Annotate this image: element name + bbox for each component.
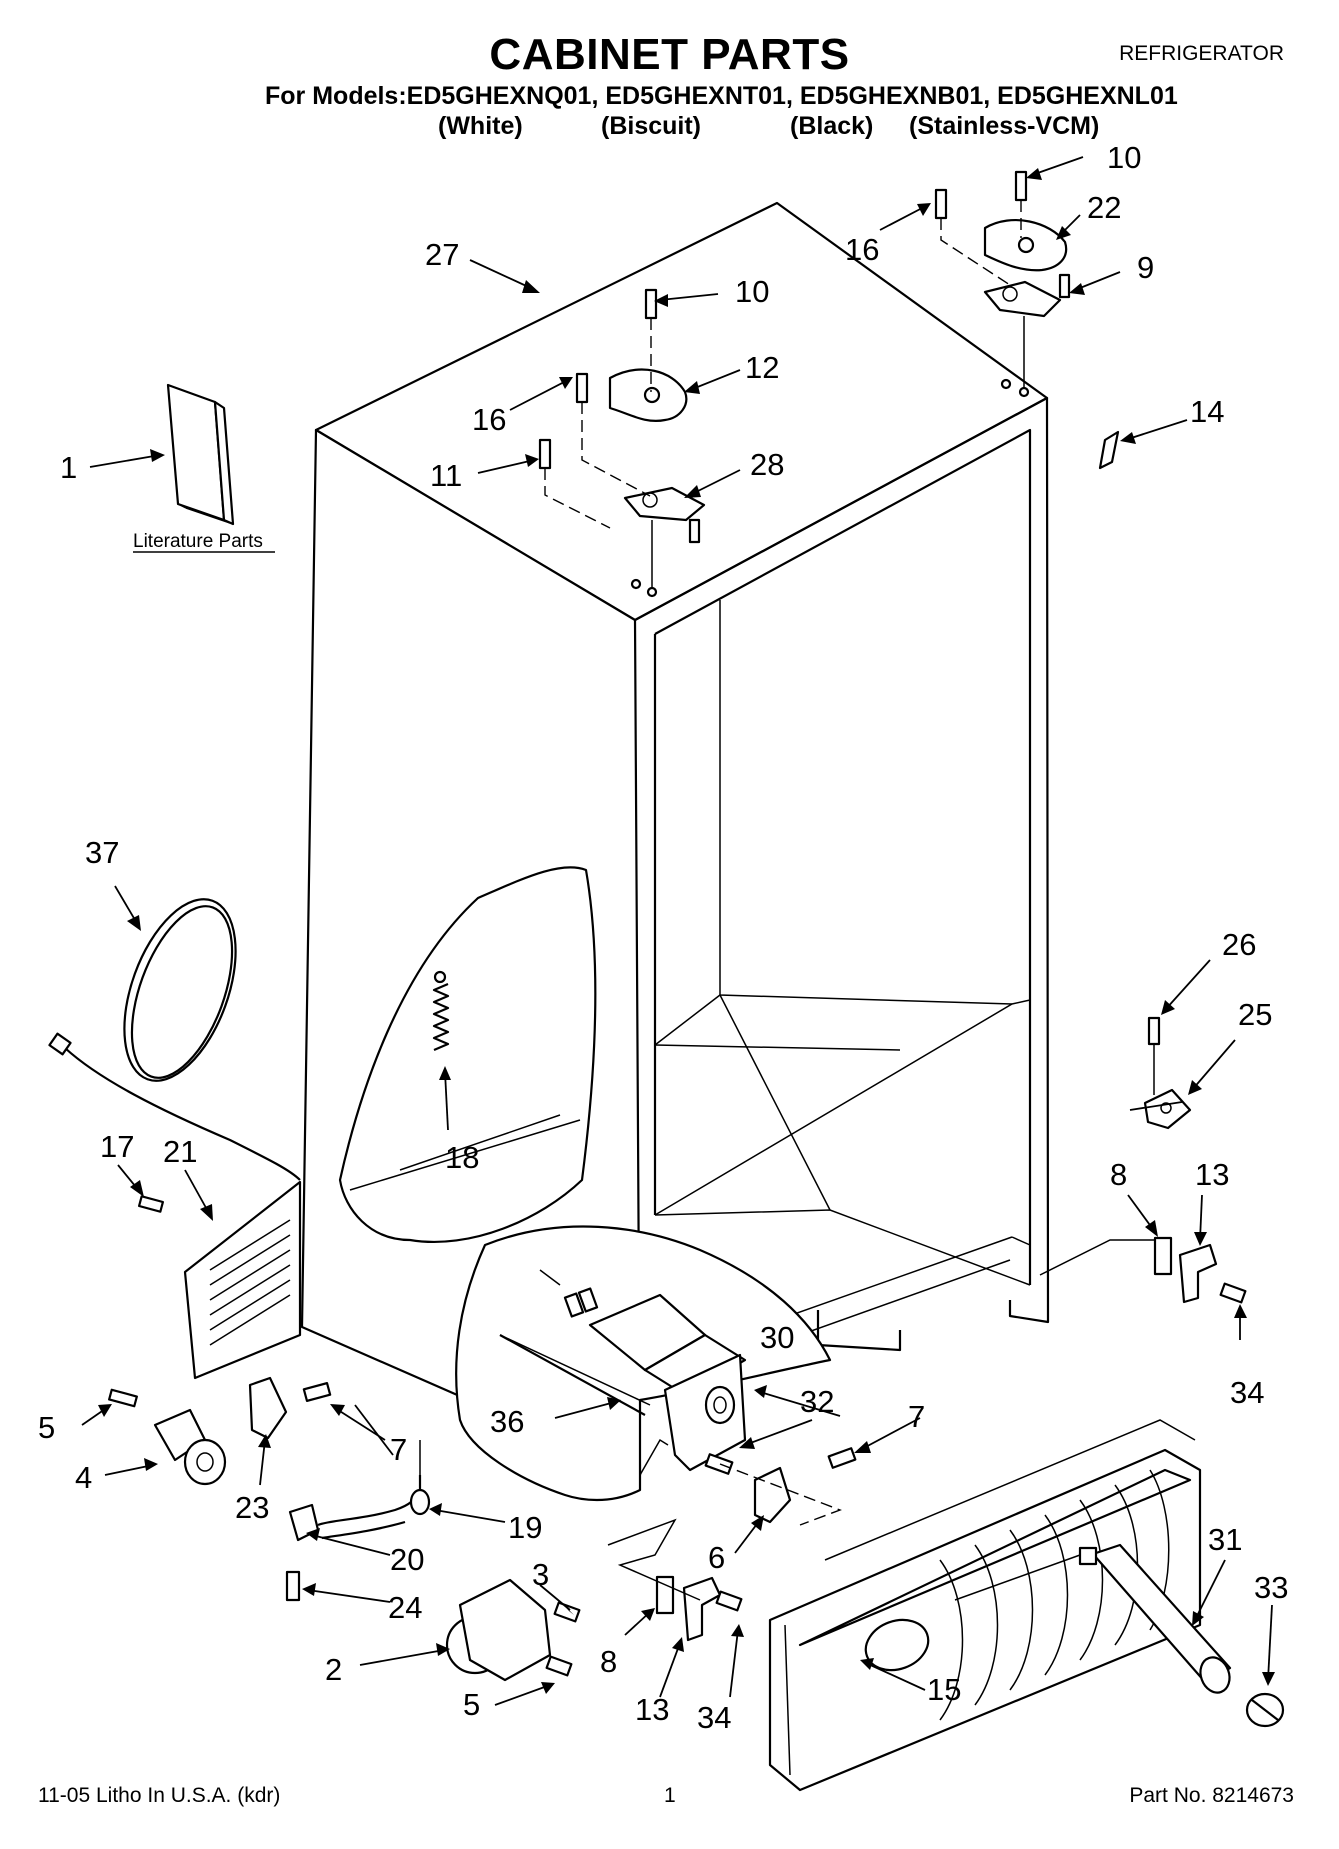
filter-housing xyxy=(499,1287,857,1526)
callout-5a: 5 xyxy=(38,1410,55,1445)
callout-26: 26 xyxy=(1222,927,1256,962)
footer-page-number: 1 xyxy=(664,1784,676,1807)
spring-part xyxy=(432,970,450,1052)
callout-21: 21 xyxy=(163,1134,197,1169)
callout-11: 11 xyxy=(430,458,462,493)
callout-18: 18 xyxy=(445,1140,479,1175)
callout-17: 17 xyxy=(100,1129,134,1164)
callout-10a: 10 xyxy=(735,274,769,309)
callout-1: 1 xyxy=(60,450,77,485)
callout-24: 24 xyxy=(388,1590,422,1625)
callout-8a: 8 xyxy=(600,1644,617,1679)
callout-10b: 10 xyxy=(1107,140,1141,175)
callout-33: 33 xyxy=(1254,1570,1288,1605)
insulation-cutaway xyxy=(338,866,597,1244)
water-line-coil xyxy=(48,898,301,1181)
callout-2: 2 xyxy=(325,1652,342,1687)
variant-white: (White) xyxy=(438,112,523,140)
callout-7a: 7 xyxy=(390,1432,407,1467)
front-roller xyxy=(108,1388,227,1486)
callout-12: 12 xyxy=(745,350,779,385)
callout-6: 6 xyxy=(708,1540,725,1575)
callout-34a: 34 xyxy=(697,1700,731,1735)
callout-25: 25 xyxy=(1238,997,1272,1032)
callout-23: 23 xyxy=(235,1490,269,1525)
callout-13b: 13 xyxy=(1195,1157,1229,1192)
variant-biscuit: (Biscuit) xyxy=(601,112,701,140)
leader-lines xyxy=(81,156,1275,1706)
callout-37: 37 xyxy=(85,835,119,870)
literature-parts-label: Literature Parts xyxy=(133,531,263,552)
top-hinge-left xyxy=(538,288,706,598)
footer-part-number: Part No. 8214673 xyxy=(1129,1784,1294,1807)
callout-16b: 16 xyxy=(845,232,879,267)
callout-7b: 7 xyxy=(908,1399,925,1434)
category-label: REFRIGERATOR xyxy=(1119,42,1284,65)
filter-cartridge xyxy=(954,1543,1285,1728)
callout-3: 3 xyxy=(532,1557,549,1592)
page-title: CABINET PARTS xyxy=(489,30,850,79)
literature-booklet xyxy=(166,383,235,526)
footer-litho: 11-05 Litho In U.S.A. (kdr) xyxy=(38,1784,281,1807)
callout-13a: 13 xyxy=(635,1692,669,1727)
top-hinge-right xyxy=(934,170,1120,470)
callout-32: 32 xyxy=(800,1384,834,1419)
callout-5b: 5 xyxy=(463,1687,480,1722)
callout-19: 19 xyxy=(508,1510,542,1545)
callout-9: 9 xyxy=(1137,250,1154,285)
variant-stainless: (Stainless-VCM) xyxy=(909,112,1100,140)
callout-14: 14 xyxy=(1190,394,1224,429)
callout-34b: 34 xyxy=(1230,1375,1264,1410)
variant-black: (Black) xyxy=(790,112,874,140)
callout-labels: 1 2 3 4 5 5 6 7 7 8 8 9 10 10 11 12 13 1… xyxy=(38,140,1288,1735)
leveling-bracket xyxy=(248,1376,332,1440)
callout-22: 22 xyxy=(1087,190,1121,225)
bottom-hinge-left xyxy=(607,1518,743,1642)
front-grille xyxy=(768,1419,1202,1792)
callout-31: 31 xyxy=(1208,1522,1242,1557)
bottom-hinge-right xyxy=(1039,1236,1247,1304)
rear-roller xyxy=(445,1578,581,1682)
models-line: For Models:ED5GHEXNQ01, ED5GHEXNT01, ED5… xyxy=(265,82,1178,110)
rear-panel xyxy=(137,1180,302,1380)
callout-30: 30 xyxy=(760,1320,794,1355)
callout-8b: 8 xyxy=(1110,1157,1127,1192)
callout-27: 27 xyxy=(425,237,459,272)
callout-4: 4 xyxy=(75,1460,92,1495)
callout-20: 20 xyxy=(390,1542,424,1577)
callout-28: 28 xyxy=(750,447,784,482)
callout-36: 36 xyxy=(490,1404,524,1439)
hinge-bracket-top xyxy=(1143,1016,1192,1130)
callout-16a: 16 xyxy=(472,402,506,437)
callout-15: 15 xyxy=(927,1672,961,1707)
